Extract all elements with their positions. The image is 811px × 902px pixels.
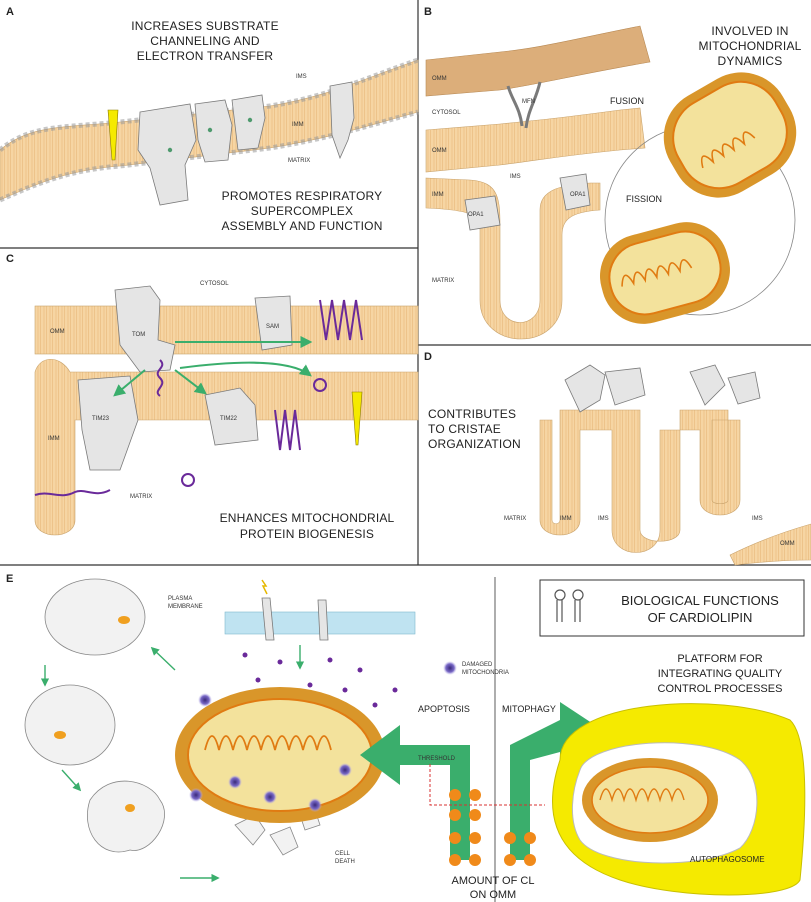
panel-a-title-line-2: CHANNELING AND (150, 34, 260, 48)
legend-title-line-2: OF CARDIOLIPIN (648, 610, 753, 625)
stimulus-icon (262, 580, 267, 594)
panel-d-title-line-3: ORGANIZATION (428, 437, 521, 451)
panel-d-title-line-2: TO CRISTAE (428, 422, 501, 436)
plasma-label-line-1: PLASMA (168, 596, 192, 602)
panel-e: E BIOLOGICAL FUNCTIONS OF CARDIOLIPIN PL… (6, 573, 805, 901)
panel-a-label-imm: IMM (292, 122, 304, 128)
panel-b-title-line-3: DYNAMICS (718, 54, 783, 68)
panel-a-caption-line-1: PROMOTES RESPIRATORY (222, 189, 383, 203)
panel-b-label-opa1-left: OPA1 (468, 212, 484, 218)
panel-b-label-omm-2: OMM (432, 148, 447, 154)
apoptosis-label: APOPTOSIS (418, 704, 470, 714)
panel-b-label-mfn: MFN (522, 99, 535, 105)
cell-death-line-2: DEATH (335, 859, 355, 865)
panel-b: B INVOLVED IN MITOCHONDRIAL DYNAMICS OMM… (424, 6, 811, 339)
panel-d-atp-synthase-dimers (565, 365, 760, 412)
panel-c-label-tim23: TIM23 (92, 416, 110, 422)
panel-b-label-omm-1: OMM (432, 76, 447, 82)
panel-a-title-line-3: ELECTRON TRANSFER (137, 49, 274, 63)
platform-line-2: INTEGRATING QUALITY (658, 668, 783, 680)
panel-b-mito-upper (646, 55, 811, 215)
panel-b-label-imm: IMM (432, 192, 444, 198)
panel-c-matrix-protein (182, 474, 194, 486)
panel-e-letter: E (6, 573, 13, 585)
panel-d-cristae (540, 410, 740, 553)
panel-b-label-opa1-right: OPA1 (570, 192, 586, 198)
platform-line-1: PLATFORM FOR (677, 653, 762, 665)
panel-c-caption-line-1: ENHANCES MITOCHONDRIAL (220, 511, 395, 525)
panel-c-label-sam: SAM (266, 324, 279, 330)
panel-c-label-cytosol: CYTOSOL (200, 281, 229, 287)
panel-b-title-line-2: MITOCHONDRIAL (698, 39, 801, 53)
panel-c-letter: C (6, 253, 14, 265)
legend-title-line-1: BIOLOGICAL FUNCTIONS (621, 593, 779, 608)
damaged-mitochondrion (175, 687, 385, 823)
panel-b-label-fusion: FUSION (610, 96, 644, 106)
panel-a-caption-line-3: ASSEMBLY AND FUNCTION (221, 219, 382, 233)
panel-b-label-ims: IMS (510, 174, 521, 180)
panel-d-label-omm: OMM (780, 541, 795, 547)
panel-d: D CONTRIBUTES TO CRISTAE ORGANIZATION MA… (424, 351, 811, 565)
panel-a: A INCREASES SUBSTRATE CHANNELING AND ELE… (0, 6, 418, 233)
panel-a-label-matrix: MATRIX (288, 158, 310, 164)
panel-d-title-line-1: CONTRIBUTES (428, 407, 516, 421)
panel-a-label-ims: IMS (296, 74, 307, 80)
panel-b-label-matrix: MATRIX (432, 278, 454, 284)
cell-death-line-1: CELL (335, 851, 351, 857)
panel-c-label-imm: IMM (48, 436, 60, 442)
engulfed-mitochondrion (582, 758, 718, 842)
panel-c-label-tim22: TIM22 (220, 416, 238, 422)
panel-d-omm (730, 524, 811, 565)
mitophagy-label: MITOPHAGY (502, 704, 556, 714)
platform-line-3: CONTROL PROCESSES (658, 683, 783, 695)
panel-b-letter: B (424, 6, 432, 18)
panel-c-label-tom: TOM (132, 332, 145, 338)
panel-c: C CYTOSOL OMM TOM SAM IMM TIM23 TIM22 MA… (6, 253, 418, 541)
panel-c-caption-line-2: PROTEIN BIOGENESIS (240, 527, 374, 541)
threshold-label: THRESHOLD (418, 756, 456, 762)
damaged-label-line-2: MITOCHONDRIA (462, 670, 509, 676)
amount-label-line-2: ON OMM (470, 889, 516, 901)
panel-b-mito-lower (591, 213, 740, 334)
autophagosome-label: AUTOPHAGOSOME (690, 855, 765, 864)
panel-d-letter: D (424, 351, 432, 363)
panel-d-label-ims-1: IMS (598, 516, 609, 522)
panel-d-label-ims-2: IMS (752, 516, 763, 522)
panel-b-omm-middle (426, 108, 645, 172)
plasma-label-line-2: MEMBRANE (168, 604, 203, 610)
panel-a-title-line-1: INCREASES SUBSTRATE (131, 19, 279, 33)
panel-b-title-line-1: INVOLVED IN (711, 24, 788, 38)
panel-b-label-fission: FISSION (626, 194, 662, 204)
plasma-protein (318, 600, 328, 640)
panel-c-label-matrix: MATRIX (130, 494, 152, 500)
panel-a-caption-line-2: SUPERCOMPLEX (251, 204, 353, 218)
damaged-label-line-1: DAMAGED (462, 662, 493, 668)
panel-d-label-imm: IMM (560, 516, 572, 522)
panel-c-tim23 (78, 376, 138, 470)
panel-c-label-omm: OMM (50, 329, 65, 335)
panel-d-label-matrix: MATRIX (504, 516, 526, 522)
panel-b-label-cytosol: CYTOSOL (432, 110, 461, 116)
panel-a-letter: A (6, 6, 14, 18)
amount-label-line-1: AMOUNT OF CL (452, 875, 535, 887)
